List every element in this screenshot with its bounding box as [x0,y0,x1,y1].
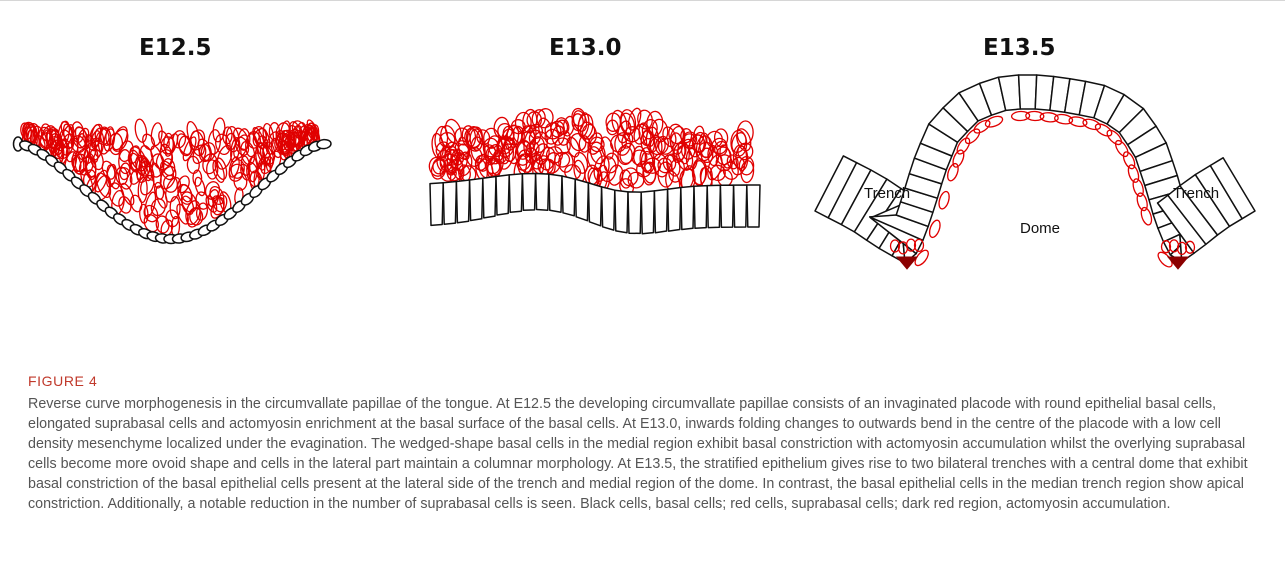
basal-cell [654,189,667,233]
suprabasal-cell [170,197,180,219]
basal-cell [509,174,522,213]
basal-cell [443,182,456,225]
basal-cell [522,174,535,211]
basal-cell [681,186,694,229]
basal-cell [470,178,483,220]
basal-cell [720,185,733,227]
basal-cell [588,183,601,226]
basal-cell [615,190,628,233]
basal-cell [707,185,720,227]
basal-cell [536,174,549,211]
trench-left-label: Trench [864,185,910,202]
suprabasal-cell [119,182,137,207]
basal-cell [317,139,332,149]
suprabasal-cell [115,167,128,185]
suprabasal-cell [1011,111,1029,121]
basal-cell [562,176,575,216]
suprabasal-cell [646,111,663,136]
suprabasal-cell [129,194,143,213]
basal-cell [602,187,615,230]
basal-cell [734,185,747,227]
panel-e13-5-drawing [815,75,1255,269]
basal-cell [456,180,469,223]
suprabasal-cell [134,118,148,143]
basal-cell [1019,75,1037,109]
basal-cell [668,188,681,232]
figure-label: FIGURE 4 [28,373,97,389]
basal-cell [496,175,509,215]
basal-cell [549,174,562,212]
panel-e13-0-drawing [428,107,760,234]
morphogenesis-illustration: Trench Trench Dome [0,1,1285,366]
basal-cell [483,177,496,218]
figure-caption: Reverse curve morphogenesis in the circu… [28,395,1263,514]
suprabasal-cell [193,176,206,196]
basal-cell [430,183,443,226]
panel-e12-5-drawing [14,117,332,243]
basal-cell [747,185,760,227]
basal-cell [575,179,588,221]
basal-cell [641,191,654,234]
actomyosin-region [897,257,917,269]
dome-label: Dome [1020,220,1060,237]
basal-cell [694,186,707,229]
trench-right-label: Trench [1173,185,1219,202]
basal-cell [628,192,641,234]
actomyosin-region [1168,257,1188,269]
